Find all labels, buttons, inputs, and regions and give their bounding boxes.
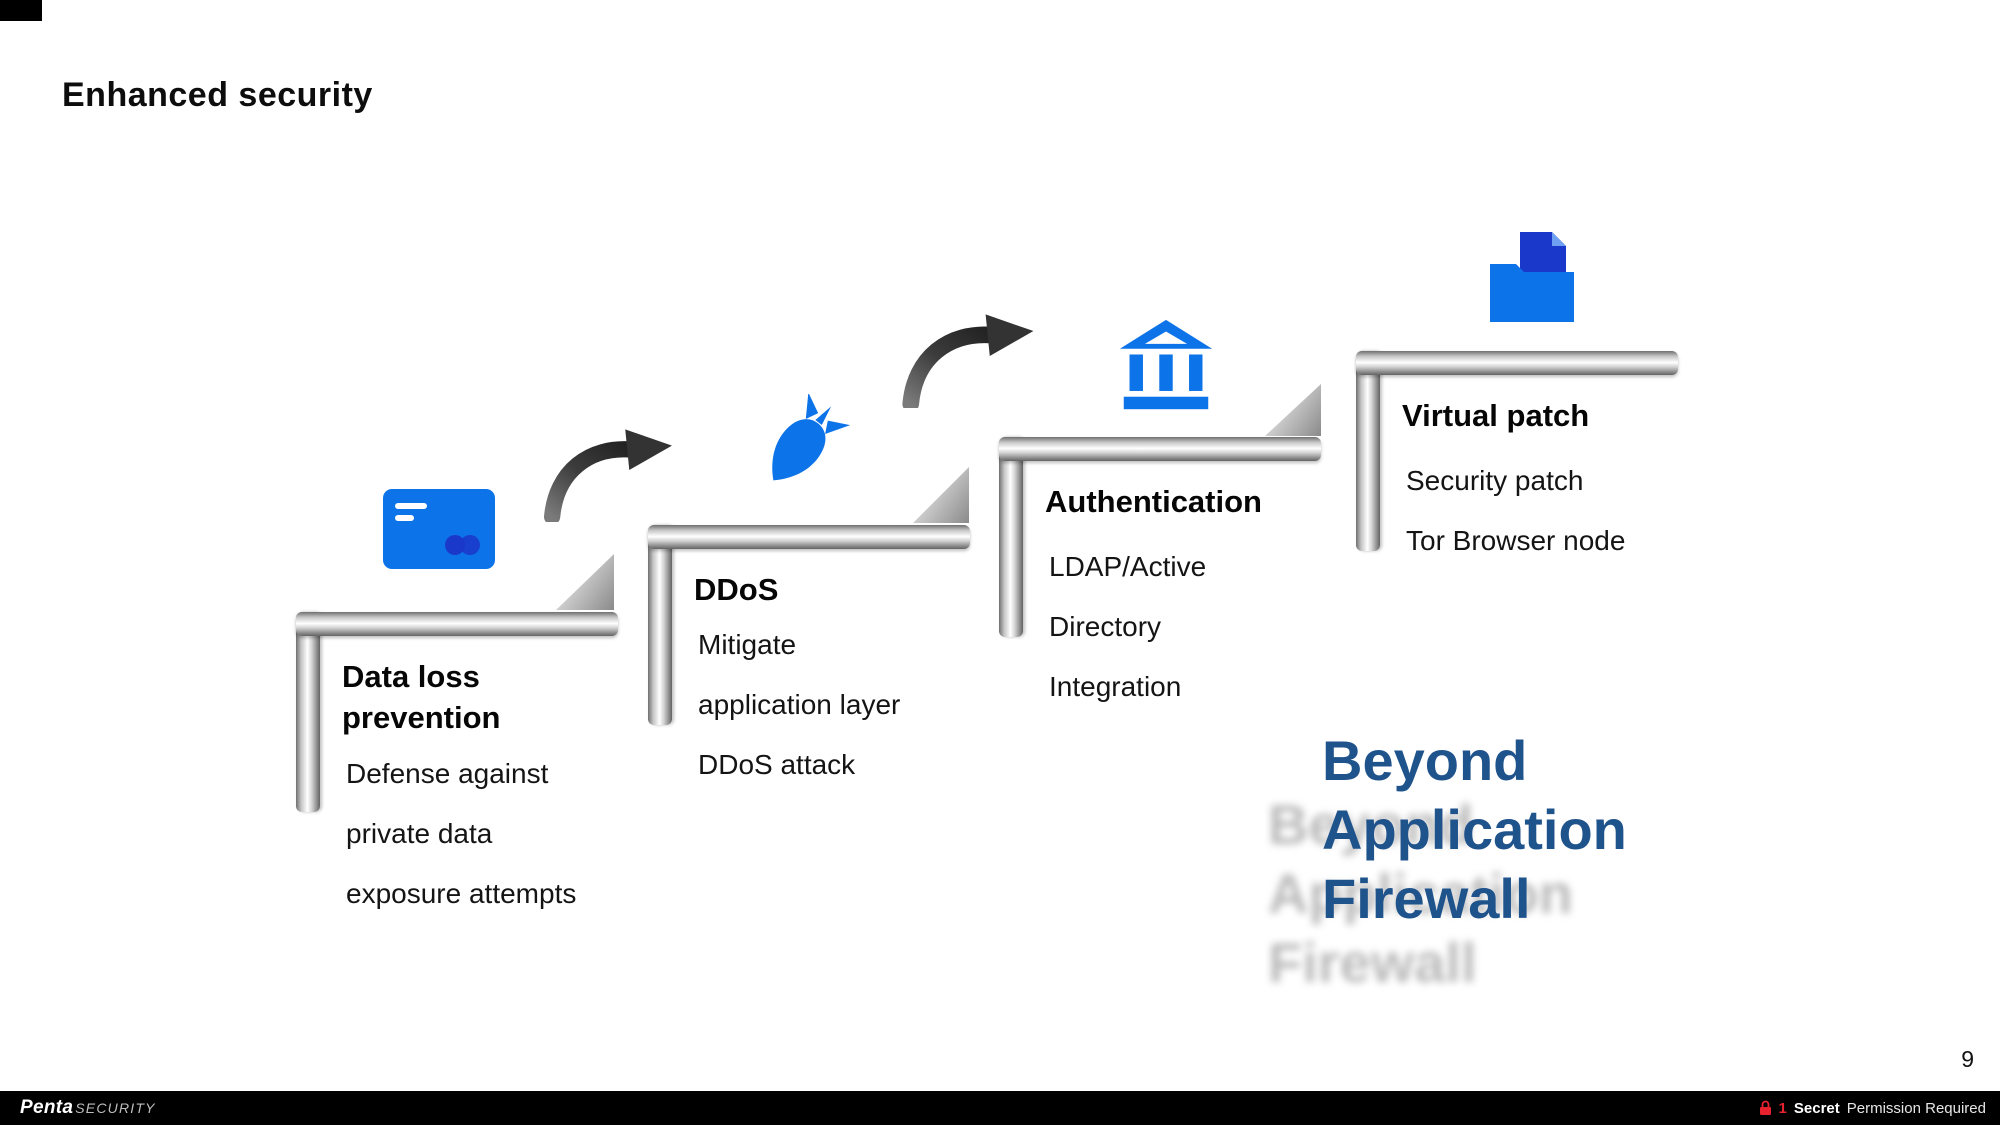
slide-title: Enhanced security [62, 76, 373, 114]
step-ddos: DDoS Mitigate application layer DDoS att… [648, 525, 993, 955]
permission-text: Permission Required [1846, 1099, 1986, 1117]
step-description-line: Defense against [346, 758, 549, 789]
callout-line: Firewall [1322, 867, 1531, 930]
callout-shadow-text: Beyond Application Firewall [1268, 790, 1573, 997]
permission-banner: 1 Secret Permission Required [1759, 1100, 1986, 1117]
step-description-line: exposure attempts [346, 878, 577, 909]
brand-name: Penta [20, 1097, 74, 1118]
penta-security-logo: Penta SECURITY [20, 1097, 156, 1119]
bank-icon [1119, 319, 1213, 410]
step-bracket-horizontal [648, 525, 970, 549]
step-corner-wedge [913, 467, 969, 523]
step-bracket-horizontal [999, 437, 1321, 461]
bomb-icon [772, 394, 851, 481]
step-bracket-horizontal [1356, 351, 1678, 375]
step-description: Defense against private data exposure at… [346, 758, 576, 938]
callout-shadow-line: Firewall [1268, 931, 1477, 994]
step-heading: DDoS [694, 572, 779, 607]
permission-count: 1 [1778, 1099, 1787, 1117]
callout-text: Beyond Application Firewall [1322, 726, 1627, 933]
step-description-line: DDoS attack [698, 749, 856, 780]
step-virtual-patch: Virtual patch Security patch Tor Browser… [1356, 351, 1701, 781]
step-heading: Data loss prevention [342, 659, 501, 735]
step-corner-wedge [556, 554, 614, 610]
step-bracket-vertical [648, 525, 672, 725]
step-data-loss-prevention: Data loss prevention Defense against pri… [296, 612, 641, 1042]
credit-card-icon [383, 489, 495, 569]
step-bracket-vertical [296, 612, 320, 812]
step-description-line: private data [346, 818, 493, 849]
step-authentication: Authentication LDAP/Active Directory Int… [999, 437, 1344, 867]
permission-level: Secret [1793, 1099, 1840, 1117]
step-bracket-vertical [1356, 351, 1380, 551]
step-description: LDAP/Active Directory Integration [1049, 551, 1206, 731]
step-corner-wedge [1265, 384, 1321, 436]
step-description: Security patch Tor Browser node [1406, 465, 1625, 585]
step-heading: Authentication [1045, 484, 1262, 519]
step-description-line: Directory [1049, 611, 1162, 642]
step-description: Mitigate application layer DDoS attack [698, 629, 900, 809]
callout-line: Beyond [1322, 729, 1528, 792]
step-heading: Virtual patch [1402, 398, 1590, 433]
callout-shadow-line: Application [1268, 862, 1573, 925]
step-bracket-horizontal [296, 612, 618, 636]
curved-arrow-icon [902, 314, 1034, 408]
step-description-line: Mitigate [698, 629, 797, 660]
corner-mark [0, 0, 42, 21]
step-description-line: Tor Browser node [1406, 525, 1626, 556]
footer-bar: Penta SECURITY 1 Secret Permission Requi… [0, 1091, 2000, 1125]
folder-documents-icon [1490, 232, 1574, 322]
step-description-line: application layer [698, 689, 901, 720]
curved-arrow-icon [544, 429, 672, 522]
brand-suffix: SECURITY [75, 1100, 156, 1116]
step-bracket-vertical [999, 437, 1023, 637]
lock-icon [1759, 1100, 1771, 1115]
callout-shadow-line: Beyond [1268, 793, 1474, 856]
step-description-line: Integration [1049, 671, 1182, 702]
page-number: 9 [1961, 1046, 1974, 1072]
step-description-line: LDAP/Active [1049, 551, 1207, 582]
step-description-line: Security patch [1406, 465, 1584, 496]
callout-line: Application [1322, 798, 1627, 861]
